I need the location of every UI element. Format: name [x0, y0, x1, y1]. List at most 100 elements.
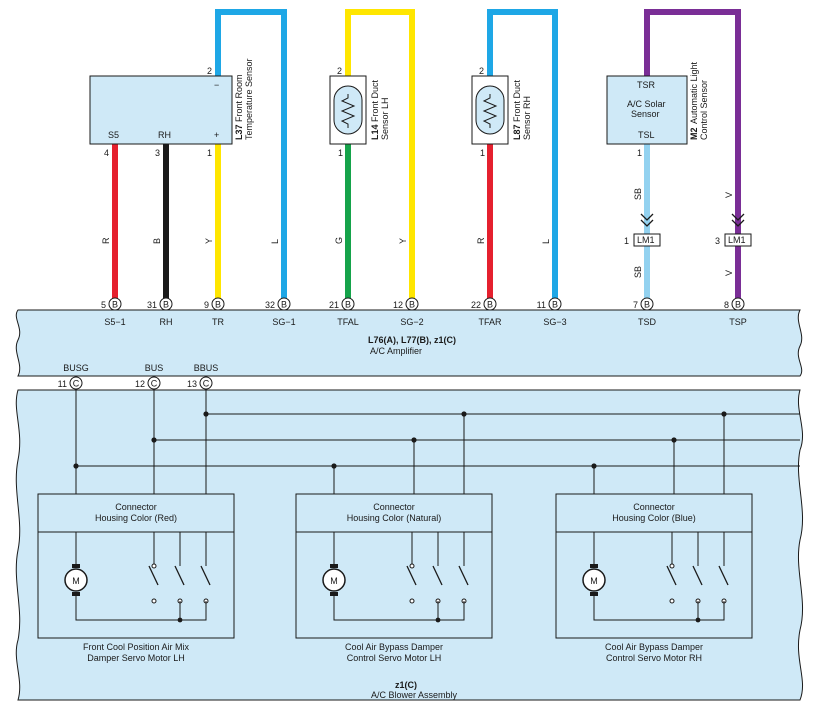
amplifier-pin-connector: B — [112, 300, 118, 310]
motor-icon: M — [322, 532, 438, 621]
solar-tsl: TSL — [638, 130, 655, 140]
l37-minus: − — [214, 80, 219, 90]
l14-sensor: 2 1 L14 Front Duct Sensor LH — [329, 66, 390, 158]
solar-name-1: A/C Solar — [627, 99, 666, 109]
l87-name-2: Sensor RH — [522, 96, 532, 140]
l37-name-2: Temperature Sensor — [244, 58, 254, 140]
connector-header: Connector — [373, 502, 415, 512]
amplifier-pin-connector: B — [487, 300, 493, 310]
solar-pin1: 1 — [637, 148, 642, 158]
l37-name-1: Front Room — [234, 74, 244, 122]
m2-name-2: Control Sensor — [699, 80, 709, 140]
amplifier-pin-connector: B — [409, 300, 415, 310]
wire-label-g: G — [334, 237, 344, 244]
connector-header: Connector — [115, 502, 157, 512]
amplifier-pin-label: RH — [160, 317, 173, 327]
amplifier-pin-number: 8 — [724, 300, 729, 310]
amplifier-pin-label: TR — [212, 317, 224, 327]
bus-pin-number: 11 — [58, 379, 67, 389]
amplifier-pin-connector: B — [735, 300, 741, 310]
solar-tsr: TSR — [637, 80, 656, 90]
lm1-a-pin: 1 — [624, 236, 629, 246]
solar-name-2: Sensor — [631, 109, 660, 119]
switch-icon — [692, 532, 703, 620]
l87-code: L87 — [512, 124, 522, 140]
amplifier-pin-label: SG−1 — [272, 317, 295, 327]
lm1-junction-b: LM1 3 — [715, 213, 752, 247]
amplifier-pin-number: 7 — [633, 300, 638, 310]
bus-pin-label: BUSG — [63, 363, 89, 373]
amplifier-pin-label: TFAR — [478, 317, 502, 327]
motor-label: M — [590, 576, 598, 586]
amplifier-pins: B5S5−1B31RHB9TRB32SG−1B21TFALB12SG−2B22T… — [101, 297, 747, 327]
solar-sensor: TSR A/C Solar Sensor TSL 1 M2 Automatic … — [606, 61, 709, 158]
connector-housing-color: Housing Color (Natural) — [347, 513, 442, 523]
lm1-junctions: LM1 1 LM1 3 — [624, 213, 752, 247]
blower-subtitle: A/C Blower Assembly — [371, 690, 458, 700]
wire-label-r2: R — [476, 237, 486, 244]
amplifier-pin-label: S5−1 — [104, 317, 125, 327]
amplifier-subtitle: A/C Amplifier — [370, 346, 422, 356]
switch-icon — [174, 532, 185, 620]
bus-pin-connector: C — [151, 379, 158, 389]
switch-icon — [406, 532, 417, 604]
amplifier-pin-number: 31 — [147, 300, 157, 310]
servo-motor-name-1: Front Cool Position Air Mix — [83, 642, 190, 652]
amplifier-pin-label: SG−2 — [400, 317, 423, 327]
bus-pin-connector: C — [203, 379, 210, 389]
wire-label-b: B — [152, 238, 162, 244]
servo-motor-name-2: Control Servo Motor LH — [347, 653, 442, 663]
servo-motor-name-2: Control Servo Motor RH — [606, 653, 702, 663]
bus-pin-label: BBUS — [194, 363, 219, 373]
l14-name-1: Front Duct — [370, 79, 380, 122]
connector-header: Connector — [633, 502, 675, 512]
l87-pin1: 1 — [480, 148, 485, 158]
amplifier-pin-number: 9 — [204, 300, 209, 310]
servo-motor-name-1: Cool Air Bypass Damper — [345, 642, 443, 652]
wire-label-v-bot: V — [724, 270, 734, 276]
lm1-a-label: LM1 — [637, 235, 655, 245]
connector-housing-color: Housing Color (Red) — [95, 513, 177, 523]
thermistor-icon — [482, 94, 498, 128]
l14-code: L14 — [370, 124, 380, 140]
m2-code: M2 — [689, 127, 699, 140]
amplifier-title: L76(A), L77(B), z1(C) — [368, 335, 456, 345]
switch-icon — [432, 532, 443, 620]
amplifier-pin-connector: B — [215, 300, 221, 310]
l37-pin-rh: RH — [158, 130, 171, 140]
amplifier-pin-connector: B — [281, 300, 287, 310]
wire-l14-yellow — [345, 9, 415, 300]
wire-labels: R B Y L G Y R L SB SB V V — [101, 188, 734, 278]
l37-pin3: 3 — [155, 148, 160, 158]
amplifier-pin-number: 12 — [393, 300, 403, 310]
servo-motor-name-1: Cool Air Bypass Damper — [605, 642, 703, 652]
wire-label-y1: Y — [204, 238, 214, 244]
l87-pin2: 2 — [479, 66, 484, 76]
wire-label-sb-bot: SB — [633, 266, 643, 278]
lm1-b-label: LM1 — [728, 235, 746, 245]
servo-motor-name-2: Damper Servo Motor LH — [87, 653, 185, 663]
l37-pin2: 2 — [207, 66, 212, 76]
amplifier-pin-label: TFAL — [337, 317, 359, 327]
switch-icon — [148, 532, 159, 604]
amplifier-pin-connector: B — [345, 300, 351, 310]
motor-icon: M — [582, 532, 698, 621]
l14-pin2: 2 — [337, 66, 342, 76]
amplifier-pin-connector: B — [644, 300, 650, 310]
l37-plus: + — [214, 130, 219, 140]
amplifier-pin-number: 21 — [329, 300, 339, 310]
thermistor-icon — [340, 94, 356, 128]
l14-name-2: Sensor LH — [380, 97, 390, 140]
